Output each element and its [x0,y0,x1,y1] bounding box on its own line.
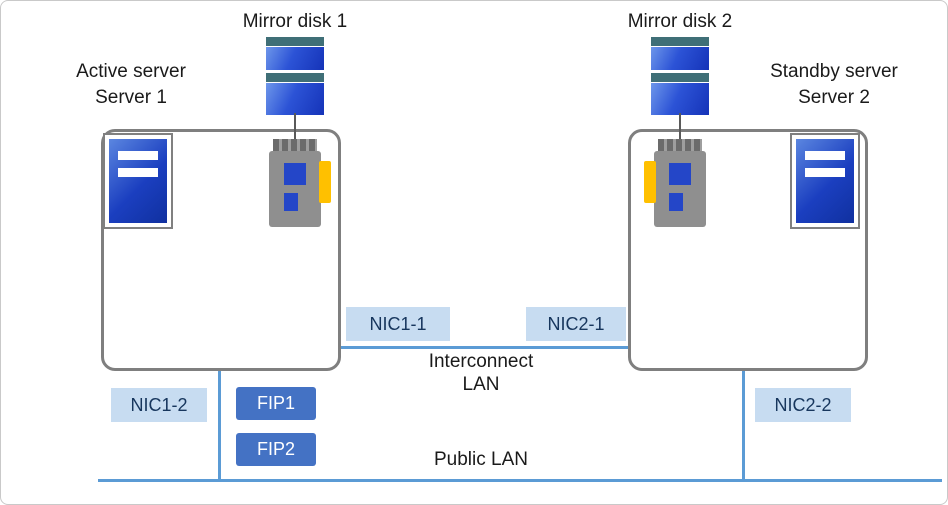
server-2-name: Server 2 [798,87,870,108]
card-chip [284,193,298,211]
disk-cap [266,37,324,46]
disk-cap [266,73,324,82]
interconnect-lan-label-line1: Interconnect [428,351,534,372]
disk-platter [266,47,324,70]
server-2-label: Standby server Server 2 [744,59,924,111]
server-2-role: Standby server [770,61,898,82]
public-lan-label: Public LAN [434,449,528,470]
nic1-1-label: NIC1-1 [346,307,450,341]
card-tab [644,161,656,203]
server-2-disk-controller-icon [644,139,712,229]
nic2-1-label: NIC2-1 [526,307,626,341]
tower-face [796,139,854,223]
server-2-public-lan-link [742,371,745,482]
fip2-label: FIP2 [236,433,316,466]
disk-cap [651,73,709,82]
mirror-disk-2-icon [651,37,709,115]
fip1-label: FIP1 [236,387,316,420]
disk-platter [651,83,709,115]
card-pins [658,139,702,151]
interconnect-lan-label: Interconnect LAN [401,350,561,396]
server-1-disk-controller-icon [263,139,331,229]
disk-platter [266,83,324,115]
server-1-public-lan-link [218,371,221,482]
interconnect-lan-label-line2: LAN [462,374,500,395]
tower-drive-bay [118,151,158,160]
card-chip [284,163,306,185]
card-chip [669,163,691,185]
disk-platter [651,47,709,70]
server-1-name: Server 1 [95,87,167,108]
interconnect-lan-line [341,346,628,349]
card-chip [669,193,683,211]
mirror-disk-1-icon [266,37,324,115]
mirror-disk-1-title: Mirror disk 1 [242,11,348,32]
card-pins [273,139,317,151]
server-1-label: Active server Server 1 [41,59,221,111]
card-body [269,151,321,227]
mirror-disk-2-connector-line [679,113,681,141]
server-2-tower-icon [790,133,860,229]
tower-drive-bay [805,168,845,177]
tower-drive-bay [805,151,845,160]
card-tab [319,161,331,203]
public-lan-line [98,479,942,482]
nic1-2-label: NIC1-2 [111,388,207,422]
nic2-2-label: NIC2-2 [755,388,851,422]
server-1-tower-icon [103,133,173,229]
mirror-disk-1-connector-line [294,113,296,141]
mirror-disk-2-title: Mirror disk 2 [627,11,733,32]
card-body [654,151,706,227]
server-1-role: Active server [76,61,186,82]
tower-drive-bay [118,168,158,177]
disk-cap [651,37,709,46]
tower-face [109,139,167,223]
